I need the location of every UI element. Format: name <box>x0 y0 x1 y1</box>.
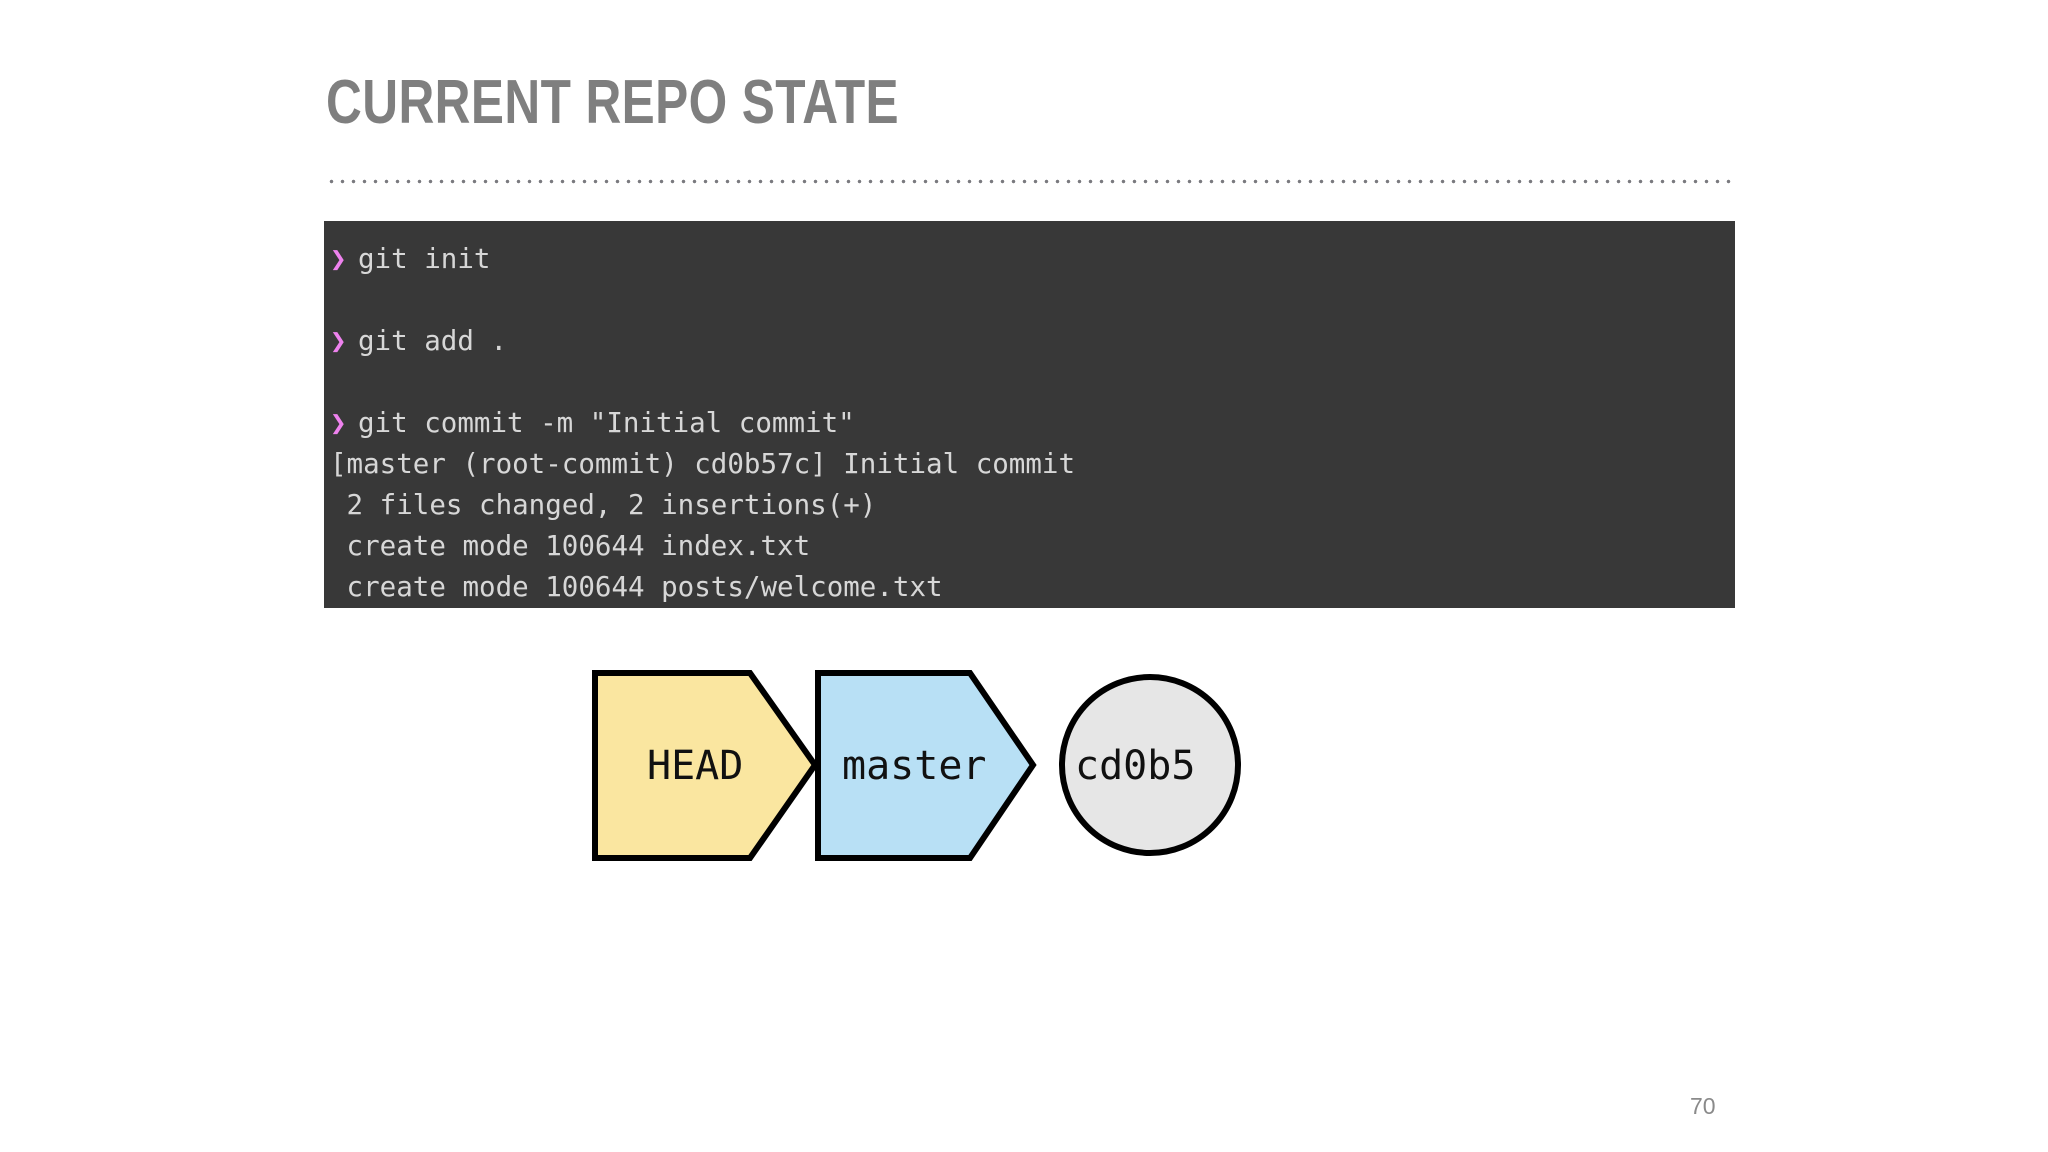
master-pointer-shape <box>815 670 1037 861</box>
terminal-block: ❯ git init ❯ git add . ❯ git commit -m "… <box>324 221 1735 608</box>
terminal-line: [master (root-commit) cd0b57c] Initial c… <box>324 444 1735 485</box>
prompt-chevron-icon: ❯ <box>330 325 347 357</box>
terminal-output: create mode 100644 index.txt <box>330 530 811 562</box>
head-pointer-shape <box>592 670 819 861</box>
commit-node-shape <box>1059 674 1241 856</box>
terminal-line: create mode 100644 index.txt <box>324 526 1735 567</box>
title-dotted-divider <box>326 178 1734 185</box>
repo-state-diagram: HEAD master cd0b5 <box>590 660 1460 920</box>
terminal-command: git commit -m "Initial commit" <box>358 407 855 439</box>
prompt-chevron-icon: ❯ <box>330 407 347 439</box>
terminal-output: 2 files changed, 2 insertions(+) <box>330 489 877 521</box>
page-title: CURRENT REPO STATE <box>326 68 900 137</box>
terminal-blank <box>330 362 347 403</box>
terminal-blank <box>330 280 347 321</box>
terminal-line: 2 files changed, 2 insertions(+) <box>324 485 1735 526</box>
terminal-line: ❯ git commit -m "Initial commit" <box>324 403 1735 444</box>
terminal-output: create mode 100644 posts/welcome.txt <box>330 571 943 603</box>
terminal-command: git init <box>358 243 491 275</box>
diagram-svg <box>592 670 1241 861</box>
terminal-line: ❯ git init <box>324 239 1735 280</box>
terminal-line-blank <box>324 280 1735 321</box>
terminal-line-blank <box>324 362 1735 403</box>
terminal-line: create mode 100644 posts/welcome.txt <box>324 567 1735 608</box>
terminal-command: git add . <box>358 325 508 357</box>
terminal-output: [master (root-commit) cd0b57c] Initial c… <box>330 448 1076 480</box>
terminal-line: ❯ git add . <box>324 321 1735 362</box>
page-number: 70 <box>1690 1093 1716 1119</box>
prompt-chevron-icon: ❯ <box>330 243 347 275</box>
